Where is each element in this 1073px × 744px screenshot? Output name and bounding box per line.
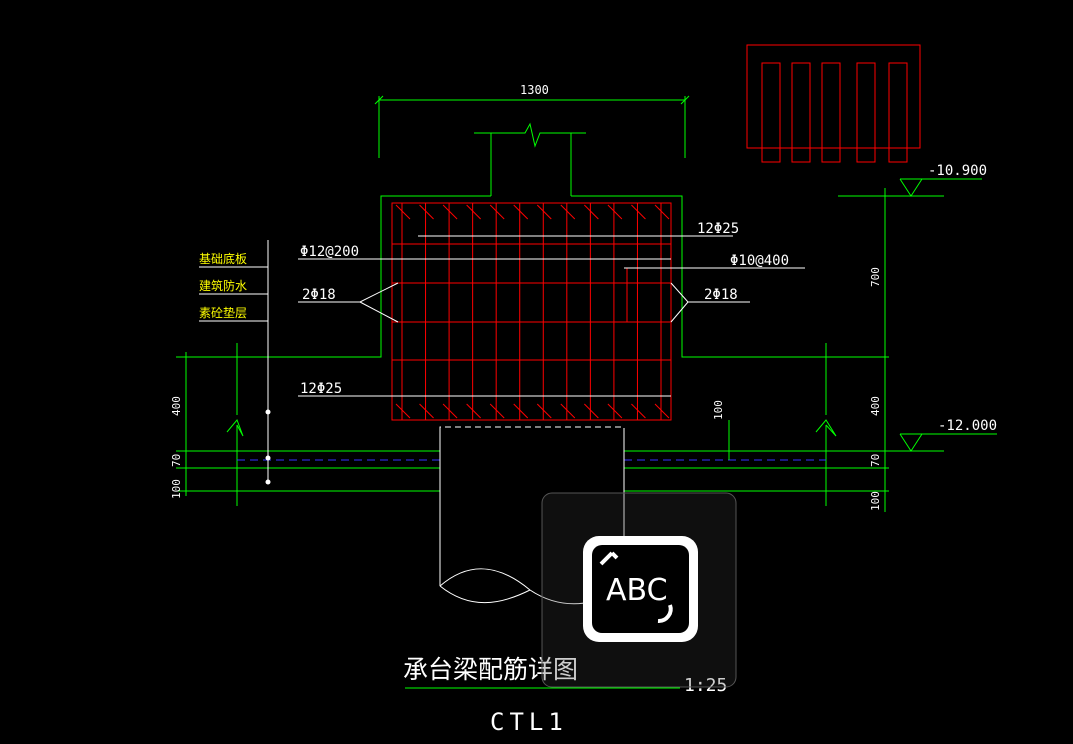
elevation-bottom-label: -12.000 bbox=[938, 418, 997, 434]
dim-left-100: 100 bbox=[170, 479, 183, 499]
layer-label-concrete-bedding: 素砼垫层 bbox=[199, 305, 247, 320]
top-bar-hook bbox=[584, 204, 599, 220]
dim-right-100: 100 bbox=[869, 491, 882, 511]
dim-left-70: 70 bbox=[170, 454, 183, 467]
bottom-bar-hook bbox=[466, 403, 481, 419]
side-bars-right-label: 2Φ18 bbox=[704, 287, 738, 303]
rebar-bottom-label: 12Φ25 bbox=[300, 381, 342, 397]
stirrup-label: Φ12@200 bbox=[300, 244, 359, 260]
top-bar-hook bbox=[442, 204, 458, 220]
dim-right-400: 400 bbox=[869, 396, 882, 416]
top-bar-hook bbox=[419, 204, 434, 220]
bottom-bar-hook bbox=[631, 403, 646, 419]
top-bar-hook bbox=[513, 204, 529, 220]
bottom-bar-hook bbox=[419, 403, 434, 419]
layer-points bbox=[265, 409, 271, 485]
top-bar-hook bbox=[489, 204, 505, 220]
dim-left-400: 400 bbox=[170, 396, 183, 416]
drawing-code: CTL1 bbox=[490, 708, 568, 736]
dimension-1300-label: 1300 bbox=[520, 83, 549, 97]
bottom-bar-hook bbox=[442, 403, 458, 419]
bottom-bar-hook bbox=[536, 403, 552, 419]
rebar-top-label: 12Φ25 bbox=[697, 221, 739, 237]
right-dimensions bbox=[728, 178, 997, 512]
dim-right-700: 700 bbox=[869, 267, 882, 287]
tie-bar-label: Φ10@400 bbox=[730, 253, 789, 269]
beam-outline bbox=[176, 122, 885, 506]
side-bars-left-label: 2Φ18 bbox=[302, 287, 336, 303]
bottom-bar-hook bbox=[654, 403, 670, 419]
top-bar-hook bbox=[607, 204, 623, 220]
elevation-top-label: -10.900 bbox=[928, 163, 987, 179]
drawing-scale: 1:25 bbox=[684, 675, 727, 696]
top-bar-hook bbox=[395, 204, 411, 220]
dim-pile-embed: 100 bbox=[712, 400, 725, 420]
left-dimensions bbox=[182, 352, 190, 496]
bottom-bar-hook bbox=[395, 403, 411, 419]
drawing-title: 承台梁配筋详图 bbox=[403, 655, 578, 684]
bottom-bar-hook bbox=[584, 403, 599, 419]
top-bar-hook bbox=[560, 204, 576, 220]
text-recognition-icon[interactable]: ABC bbox=[583, 536, 698, 642]
top-bar-hook bbox=[631, 204, 646, 220]
top-bar-hook bbox=[654, 204, 670, 220]
dimension-overall-width bbox=[374, 95, 690, 158]
bottom-bar-hook bbox=[607, 403, 623, 419]
bottom-bar-hook bbox=[513, 403, 529, 419]
layer-label-base-slab: 基础底板 bbox=[199, 251, 247, 266]
ocr-icon-text: ABC bbox=[606, 573, 668, 608]
annotation-leaders bbox=[199, 235, 805, 482]
bottom-bar-hook bbox=[489, 403, 505, 419]
rebar-cage bbox=[391, 202, 672, 421]
dim-right-70: 70 bbox=[869, 454, 882, 467]
layer-label-waterproof: 建筑防水 bbox=[199, 278, 247, 293]
top-bar-hook bbox=[536, 204, 552, 220]
top-bar-hook bbox=[466, 204, 481, 220]
mini-section-detail bbox=[746, 44, 921, 163]
bottom-bar-hook bbox=[560, 403, 576, 419]
